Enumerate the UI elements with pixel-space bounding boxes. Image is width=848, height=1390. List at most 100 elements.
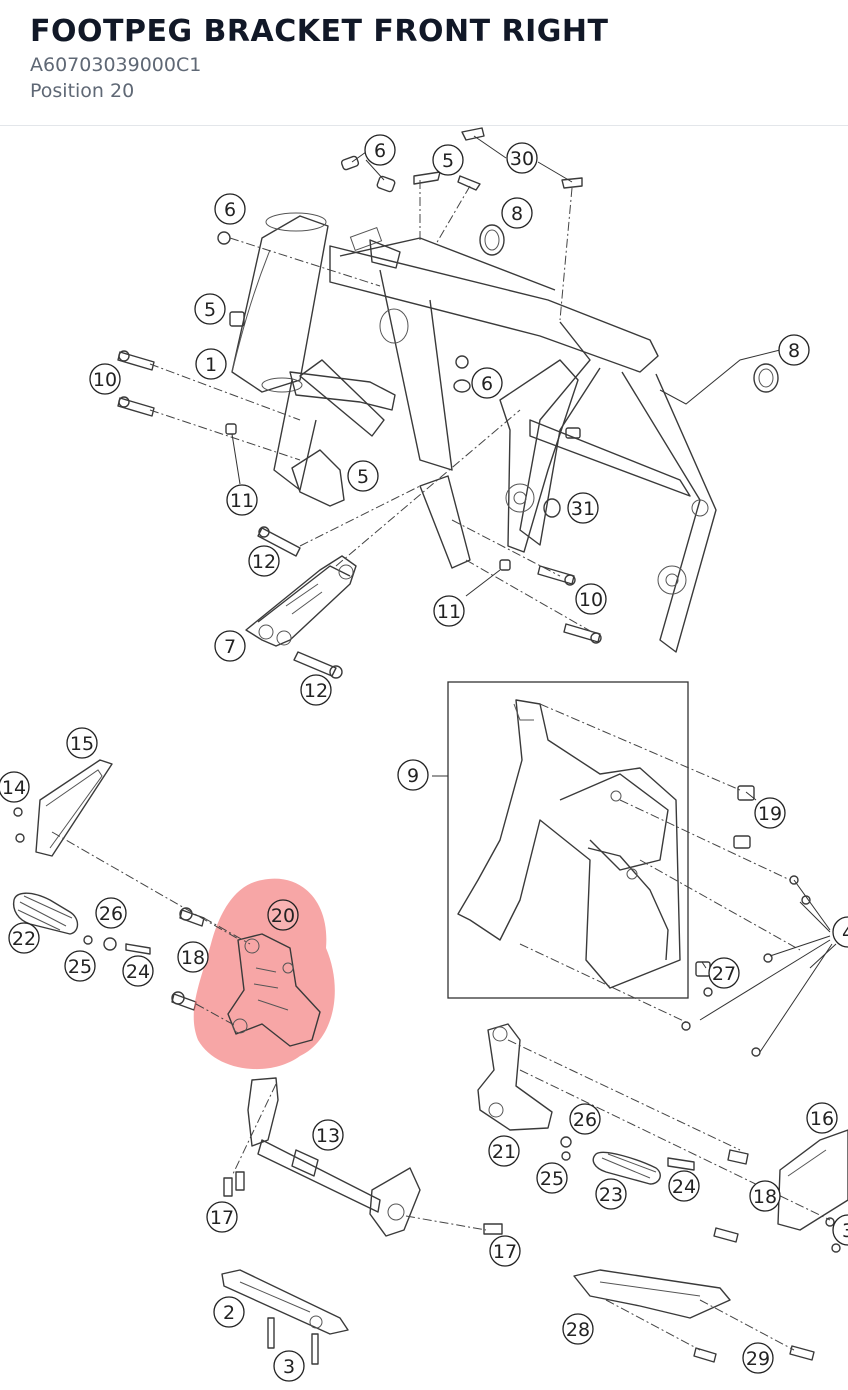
callout-number: 15 — [70, 733, 94, 755]
callout-number: 25 — [68, 956, 92, 978]
callout-18[interactable]: 18 — [749, 1180, 781, 1212]
callout-13[interactable]: 13 — [312, 1119, 344, 1151]
callout-8[interactable]: 8 — [501, 197, 533, 229]
callout-31[interactable]: 31 — [567, 492, 599, 524]
callout-20-highlighted[interactable]: 20 — [267, 899, 299, 931]
callout-number: 10 — [93, 369, 117, 391]
highlight-label: 20 — [271, 905, 295, 927]
callout-29[interactable]: 29 — [742, 1342, 774, 1374]
callout-number: 19 — [758, 803, 782, 825]
assembly-lines — [51, 180, 831, 1351]
part-header: FOOTPEG BRACKET FRONT RIGHT A60703039000… — [0, 0, 848, 126]
callout-15[interactable]: 15 — [66, 727, 98, 759]
callout-number: 17 — [493, 1241, 517, 1263]
callout-16[interactable]: 16 — [806, 1102, 838, 1134]
callout-number: 5 — [204, 299, 216, 321]
callout-7[interactable]: 7 — [214, 630, 246, 662]
callout-number: 14 — [2, 777, 26, 799]
callout-12[interactable]: 12 — [248, 545, 280, 577]
callout-3[interactable]: 3 — [832, 1214, 848, 1246]
callout-9[interactable]: 9 — [397, 759, 429, 791]
leader-lines — [231, 135, 837, 1053]
callout-11[interactable]: 11 — [433, 595, 465, 627]
callout-3[interactable]: 3 — [273, 1350, 305, 1382]
callout-number: 26 — [99, 903, 123, 925]
callout-number: 1 — [205, 354, 217, 376]
callout-number: 6 — [374, 140, 386, 162]
callout-number: 30 — [510, 148, 534, 170]
callout-number: 5 — [442, 150, 454, 172]
callout-26[interactable]: 26 — [95, 897, 127, 929]
callout-18[interactable]: 18 — [177, 941, 209, 973]
callout-number: 18 — [753, 1186, 777, 1208]
callout-number: 23 — [599, 1184, 623, 1206]
engine-mount-drawing — [245, 555, 357, 647]
callout-number: 10 — [579, 589, 603, 611]
callout-10[interactable]: 10 — [89, 363, 121, 395]
callout-number: 6 — [481, 373, 493, 395]
left-footpeg-group — [12, 759, 205, 1011]
callout-number: 28 — [566, 1319, 590, 1341]
callout-number: 29 — [746, 1348, 770, 1370]
callout-number: 4 — [842, 922, 848, 944]
callout-number: 13 — [316, 1125, 340, 1147]
part-number: A60703039000C1 — [30, 54, 202, 76]
callout-30[interactable]: 30 — [506, 142, 538, 174]
callout-6[interactable]: 6 — [364, 134, 396, 166]
callout-21[interactable]: 21 — [488, 1135, 520, 1167]
part-title: FOOTPEG BRACKET FRONT RIGHT — [30, 14, 609, 49]
lower-footpeg-assembly — [223, 1077, 503, 1237]
callout-6[interactable]: 6 — [471, 367, 503, 399]
callout-5[interactable]: 5 — [432, 144, 464, 176]
callout-27[interactable]: 27 — [708, 957, 740, 989]
callout-10[interactable]: 10 — [575, 583, 607, 615]
callout-number: 24 — [672, 1176, 696, 1198]
frame-hardware — [117, 127, 779, 679]
callout-number: 7 — [224, 636, 236, 658]
callout-8[interactable]: 8 — [778, 334, 810, 366]
callout-11[interactable]: 11 — [226, 484, 258, 516]
callout-number: 8 — [788, 340, 800, 362]
callout-4[interactable]: 4 — [832, 916, 848, 948]
callout-number: 25 — [540, 1168, 564, 1190]
callout-number: 18 — [181, 947, 205, 969]
callout-24[interactable]: 24 — [668, 1170, 700, 1202]
callout-12[interactable]: 12 — [300, 674, 332, 706]
callout-5[interactable]: 5 — [347, 460, 379, 492]
callout-28[interactable]: 28 — [562, 1313, 594, 1345]
part-position: Position 20 — [30, 80, 135, 102]
callout-17[interactable]: 17 — [206, 1201, 238, 1233]
right-footpeg-group — [477, 1023, 848, 1243]
callout-25[interactable]: 25 — [64, 950, 96, 982]
callout-26[interactable]: 26 — [569, 1103, 601, 1135]
callout-1[interactable]: 1 — [195, 348, 227, 380]
exploded-parts-diagram: 6 5 30 6 8 5 8 1 10 6 11 5 31 12 10 11 7 12 15 9 14 19 26 22 18 2… — [0, 127, 848, 1390]
frame-cover-group — [447, 681, 755, 999]
callout-23[interactable]: 23 — [595, 1178, 627, 1210]
callout-17[interactable]: 17 — [489, 1235, 521, 1267]
callout-number: 22 — [12, 928, 36, 950]
callout-number: 2 — [223, 1302, 235, 1324]
callout-25[interactable]: 25 — [536, 1162, 568, 1194]
callout-24[interactable]: 24 — [122, 955, 154, 987]
callout-number: 17 — [210, 1207, 234, 1229]
callout-22[interactable]: 22 — [8, 922, 40, 954]
callout-number: 11 — [230, 490, 254, 512]
callout-number: 27 — [712, 963, 736, 985]
callout-2[interactable]: 2 — [213, 1296, 245, 1328]
callout-14[interactable]: 14 — [0, 771, 30, 803]
callout-number: 24 — [126, 961, 150, 983]
callout-number: 26 — [573, 1109, 597, 1131]
callout-number: 8 — [511, 203, 523, 225]
callout-number: 9 — [407, 765, 419, 787]
callout-number: 3 — [283, 1356, 295, 1378]
callout-number: 11 — [437, 601, 461, 623]
callout-number: 16 — [810, 1108, 834, 1130]
callout-number: 5 — [357, 466, 369, 488]
highlighted-part-20[interactable] — [193, 878, 335, 1070]
callout-5[interactable]: 5 — [194, 293, 226, 325]
callout-19[interactable]: 19 — [754, 797, 786, 829]
diagram-canvas: 6 5 30 6 8 5 8 1 10 6 11 5 31 12 10 11 7 12 15 9 14 19 26 22 18 2… — [0, 127, 848, 1382]
callout-labels: 6 5 30 6 8 5 8 1 10 6 11 5 31 12 10 11 7 12 15 9 14 19 26 22 18 2… — [0, 134, 848, 1382]
callout-6[interactable]: 6 — [214, 193, 246, 225]
